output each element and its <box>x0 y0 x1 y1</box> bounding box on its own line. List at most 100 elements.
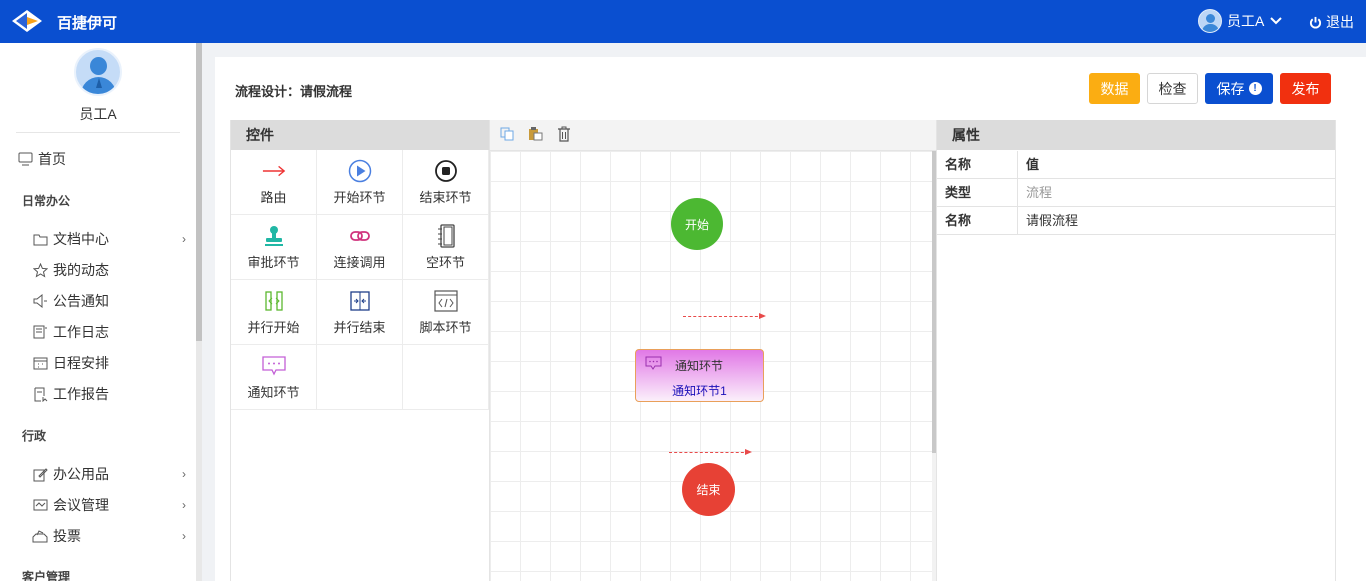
sidebar-item-home[interactable]: 首页 <box>0 147 196 171</box>
monitor-icon <box>17 151 33 167</box>
stop-circle-icon <box>434 159 458 183</box>
task-name-label: 通知环节1 <box>672 384 727 398</box>
copy-icon[interactable] <box>500 127 514 144</box>
top-bar: 百捷伊可 员工A 退出 <box>0 0 1366 43</box>
sidebar-user-name: 员工A <box>79 106 117 122</box>
sidebar-item-label: 首页 <box>38 151 66 167</box>
properties-table-header: 名称 值 <box>937 151 1335 179</box>
prop-value[interactable]: 请假流程 <box>1026 213 1079 228</box>
sidebar-item-announcements[interactable]: 公告通知 <box>0 289 196 313</box>
chevron-right-icon: › <box>182 467 186 481</box>
sidebar-item-label: 文档中心 <box>53 231 109 247</box>
canvas-scrollbar[interactable] <box>932 151 936 581</box>
control-empty-cell <box>317 345 403 410</box>
sidebar-item-work-log[interactable]: 工作日志 <box>0 320 196 344</box>
route-edge[interactable] <box>669 449 752 455</box>
logo-icon <box>12 10 42 32</box>
stamp-icon <box>262 224 286 248</box>
control-start[interactable]: 开始环节 <box>317 150 403 215</box>
control-parallel-start[interactable]: 并行开始 <box>231 280 317 345</box>
control-label: 脚本环节 <box>419 320 472 335</box>
sidebar-item-my-activity[interactable]: 我的动态 <box>0 258 196 282</box>
sidebar-item-label: 日程安排 <box>53 355 109 371</box>
chevron-right-icon: › <box>182 529 186 543</box>
notebook-icon <box>434 224 458 248</box>
chevron-right-icon: › <box>182 498 186 512</box>
logout-label: 退出 <box>1326 14 1354 30</box>
control-notify[interactable]: 通知环节 <box>231 345 317 410</box>
trash-icon[interactable] <box>557 126 571 145</box>
control-approval[interactable]: 审批环节 <box>231 215 317 280</box>
parallel-end-icon <box>348 289 372 313</box>
sidebar-item-meetings[interactable]: 会议管理 › <box>0 493 196 517</box>
sidebar-item-schedule[interactable]: 日程安排 <box>0 351 196 375</box>
save-label: 保存 <box>1216 80 1245 97</box>
canvas-toolbar <box>490 120 936 151</box>
sidebar-item-work-report[interactable]: 工作报告 <box>0 382 196 406</box>
notify-task-node[interactable]: 通知环节 通知环节1 <box>635 349 764 402</box>
alert-icon: ! <box>1248 82 1262 95</box>
arrow-right-icon <box>262 159 286 183</box>
logout-button[interactable]: 退出 <box>1309 12 1354 32</box>
control-empty[interactable]: 空环节 <box>403 215 489 280</box>
user-name: 员工A <box>1227 13 1265 29</box>
power-icon <box>1309 16 1322 28</box>
nav-group-customer: 客户管理 <box>22 570 71 581</box>
speaker-icon <box>32 293 48 309</box>
link-icon <box>348 224 372 248</box>
save-button[interactable]: 保存 ! <box>1205 73 1273 104</box>
check-button[interactable]: 检查 <box>1147 73 1198 104</box>
properties-header: 属性 <box>937 120 1335 150</box>
control-end[interactable]: 结束环节 <box>403 150 489 215</box>
arrow-head-icon <box>745 449 752 455</box>
control-label: 并行开始 <box>247 320 300 335</box>
end-node[interactable]: 结束 <box>682 463 735 516</box>
sidebar: 员工A 首页 日常办公 文档中心 › 我的动态 公告通知 工作日志 日程安排 工… <box>0 43 196 581</box>
sidebar-scrollbar[interactable] <box>196 43 202 581</box>
prop-key-header: 名称 <box>937 151 1018 178</box>
avatar <box>74 48 122 96</box>
prop-value: 流程 <box>1026 185 1053 200</box>
sidebar-item-documents[interactable]: 文档中心 › <box>0 227 196 251</box>
prop-key: 名称 <box>937 207 1018 234</box>
route-edge[interactable] <box>683 313 766 319</box>
paste-icon[interactable] <box>528 126 543 144</box>
nav-group-admin: 行政 <box>22 429 47 443</box>
property-row-name[interactable]: 名称 请假流程 <box>937 207 1335 235</box>
prop-value-header: 值 <box>1026 157 1040 172</box>
publish-button[interactable]: 发布 <box>1280 73 1331 104</box>
chevron-down-icon <box>1270 17 1283 25</box>
control-label: 审批环节 <box>247 255 300 270</box>
control-script[interactable]: 脚本环节 <box>403 280 489 345</box>
control-label: 空环节 <box>425 255 465 270</box>
code-icon <box>433 289 458 313</box>
divider <box>16 132 180 133</box>
data-button[interactable]: 数据 <box>1089 73 1140 104</box>
sidebar-item-label: 投票 <box>53 528 81 544</box>
user-menu[interactable]: 员工A <box>1198 8 1283 34</box>
control-label: 开始环节 <box>333 190 386 205</box>
control-parallel-end[interactable]: 并行结束 <box>317 280 403 345</box>
sidebar-item-label: 工作日志 <box>53 324 109 340</box>
sidebar-item-vote[interactable]: 投票 › <box>0 524 196 548</box>
control-label: 连接调用 <box>333 255 386 270</box>
property-row-type: 类型 流程 <box>937 179 1335 207</box>
sidebar-item-office-supplies[interactable]: 办公用品 › <box>0 462 196 486</box>
page-title: 流程设计：请假流程 <box>235 84 353 99</box>
book-icon <box>32 324 48 340</box>
message-icon <box>261 354 286 378</box>
folder-icon <box>32 231 48 247</box>
avatar <box>1198 9 1222 33</box>
control-label: 通知环节 <box>247 385 300 400</box>
control-route[interactable]: 路由 <box>231 150 317 215</box>
app-title: 百捷伊可 <box>57 15 118 32</box>
meeting-icon <box>32 497 48 513</box>
control-empty-cell <box>403 345 489 410</box>
vote-icon <box>32 528 48 544</box>
control-label: 并行结束 <box>333 320 386 335</box>
arrow-head-icon <box>759 313 766 319</box>
task-type-label: 通知环节 <box>675 359 724 373</box>
control-link-call[interactable]: 连接调用 <box>317 215 403 280</box>
star-icon <box>32 262 48 278</box>
start-node[interactable]: 开始 <box>671 198 723 250</box>
